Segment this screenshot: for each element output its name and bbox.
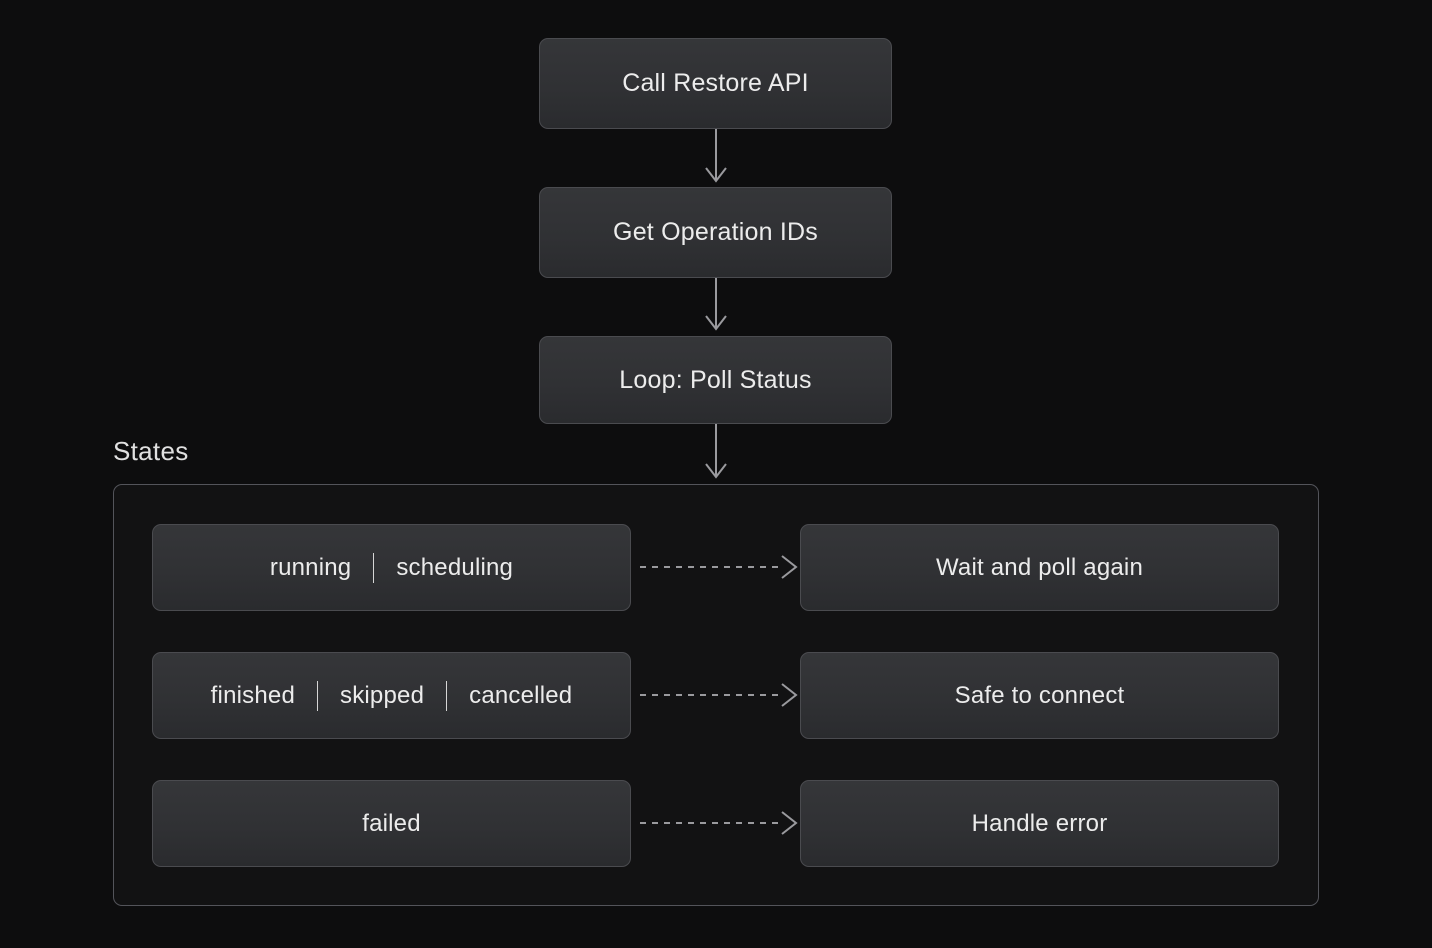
node-call-restore-api-label: Call Restore API	[622, 69, 809, 97]
node-action-safe-to-connect-label: Safe to connect	[954, 681, 1125, 709]
state-label-finished: finished	[210, 681, 295, 709]
state-label-group: running scheduling	[248, 552, 535, 583]
node-action-handle-error-label: Handle error	[971, 809, 1108, 837]
node-get-operation-ids[interactable]: Get Operation IDs	[539, 187, 892, 278]
states-group-title: States	[113, 436, 189, 466]
node-get-operation-ids-label: Get Operation IDs	[613, 218, 818, 246]
state-label-failed: failed	[362, 809, 421, 837]
state-label-separator	[317, 680, 318, 711]
node-action-safe-to-connect[interactable]: Safe to connect	[800, 652, 1279, 739]
node-state-running-scheduling[interactable]: running scheduling	[152, 524, 631, 611]
state-label-skipped: skipped	[340, 681, 425, 709]
node-loop-poll-status[interactable]: Loop: Poll Status	[539, 336, 892, 424]
state-label-separator	[446, 680, 448, 711]
state-label-separator	[373, 552, 375, 583]
node-state-failed[interactable]: failed	[152, 780, 631, 867]
state-label-cancelled: cancelled	[469, 681, 573, 709]
state-label-group: finished skipped cancelled	[189, 680, 595, 711]
state-label-scheduling: scheduling	[396, 553, 514, 581]
node-action-handle-error[interactable]: Handle error	[800, 780, 1279, 867]
state-label-running: running	[269, 553, 352, 581]
node-loop-poll-status-label: Loop: Poll Status	[619, 365, 812, 394]
node-state-finished-skipped-cancelled[interactable]: finished skipped cancelled	[152, 652, 631, 739]
node-call-restore-api[interactable]: Call Restore API	[539, 38, 892, 129]
node-action-wait-and-poll-again[interactable]: Wait and poll again	[800, 524, 1279, 611]
state-label-group: failed	[340, 810, 443, 838]
node-action-wait-and-poll-again-label: Wait and poll again	[935, 553, 1144, 581]
